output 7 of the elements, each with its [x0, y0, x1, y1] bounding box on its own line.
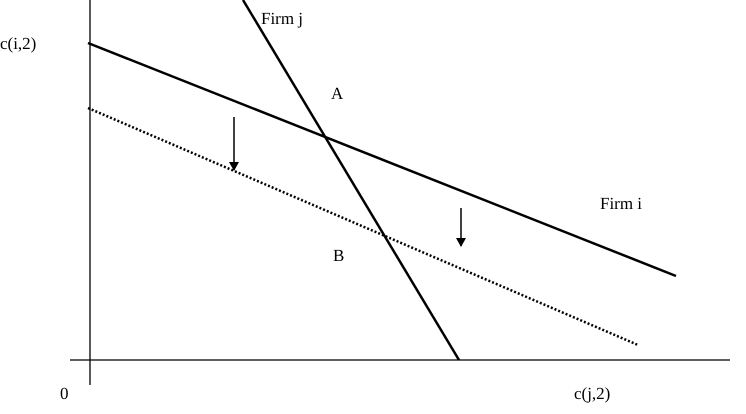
curve-label: Firm i	[600, 195, 642, 212]
origin-label: 0	[60, 385, 68, 402]
axis-label: c(i,2)	[0, 35, 36, 52]
axis-label: c(j,2)	[574, 385, 610, 402]
point-label: A	[331, 85, 344, 102]
curve-label: Firm j	[261, 10, 304, 27]
point-label: B	[333, 247, 344, 264]
